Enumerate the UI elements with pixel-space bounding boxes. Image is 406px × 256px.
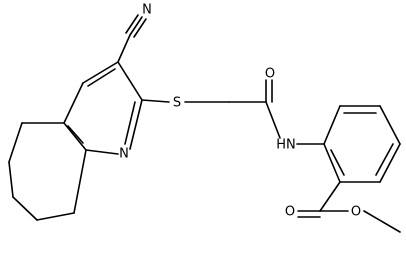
bond-amide-c-n [265, 101, 281, 139]
atom-label-nitrile-n: N [142, 3, 152, 18]
bond-hept-c6-c7 [8, 161, 14, 198]
bond-ester-oether-ch3 [363, 210, 401, 233]
atom-label-sulfur: S [173, 96, 181, 111]
bond-hept-c5-c6 [8, 122, 23, 163]
atom-label-ester-carbonyl-o: O [285, 205, 295, 220]
bond-nitrile-triple-1 [129, 16, 143, 36]
bond-ring-c3-c4-inner [87, 68, 116, 87]
bond-benz-c4-c5 [379, 143, 401, 183]
bond-ring-c2-n1 [129, 99, 143, 150]
bond-nitrile-triple-2 [125, 14, 139, 34]
bond-ring-c9a-c4a-inner [67, 125, 84, 144]
bond-hept-c8-c9 [36, 212, 75, 221]
bond-benz-c1-c2 [323, 105, 341, 145]
bond-ring-c3-c2 [117, 61, 143, 101]
bond-ring-c4-c4a [63, 82, 84, 124]
bonds-layer [8, 14, 401, 233]
bond-benz-c3-c4 [379, 105, 401, 145]
bond-nitrile-c3-c [117, 34, 131, 63]
bond-ring-n1-c9a [85, 149, 119, 155]
bond-benz-inner-2 [375, 143, 394, 176]
atom-label-amide-nh: HN [276, 138, 296, 153]
bond-c2-s [141, 99, 170, 103]
bond-ring-c2-n1-inner [124, 101, 136, 145]
bond-ring-c9a-c4a [63, 122, 87, 151]
atom-label-ring-n: N [119, 147, 129, 162]
bond-nitrile-triple-3 [133, 18, 147, 38]
atom-label-ester-ether-o: O [351, 205, 361, 220]
bond-hept-c9-c9a [73, 149, 87, 214]
bond-benz-inner-3 [330, 149, 345, 176]
bond-benz-c6-c1 [323, 143, 341, 183]
atom-label-amide-o: O [265, 67, 275, 82]
bond-ring-c3-c4 [82, 61, 119, 84]
bond-ester-ring-c [319, 181, 341, 212]
bond-hept-c7-c8 [12, 196, 38, 221]
